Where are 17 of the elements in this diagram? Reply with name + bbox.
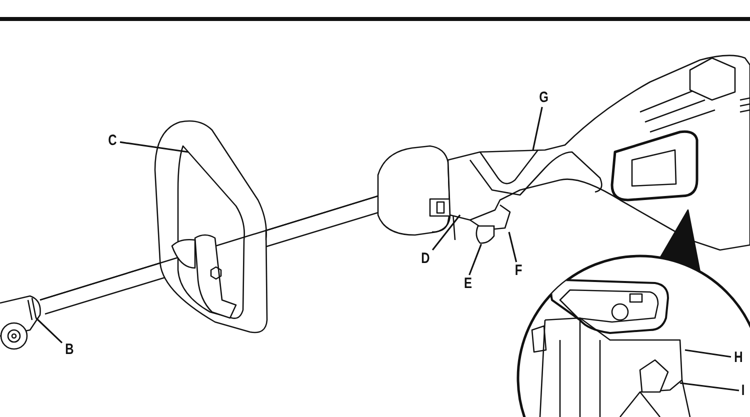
leader-line [532, 106, 543, 150]
leader-line [432, 214, 461, 250]
trigger-drawing [476, 225, 495, 244]
callout-letter: H [734, 350, 743, 366]
leader-line [120, 141, 188, 153]
callout-letter: B [65, 342, 74, 358]
callout-letter: I [741, 383, 745, 399]
leader-line [468, 244, 482, 276]
leader-line [684, 349, 732, 358]
leader-line [680, 382, 740, 392]
leader-line [35, 317, 63, 344]
callout-letter: F [514, 263, 522, 279]
callout-letter: C [108, 133, 117, 149]
callout-letter: G [539, 90, 548, 106]
callout-letter: E [464, 276, 472, 292]
leader-line [508, 232, 518, 262]
callout-letter: D [421, 251, 430, 267]
